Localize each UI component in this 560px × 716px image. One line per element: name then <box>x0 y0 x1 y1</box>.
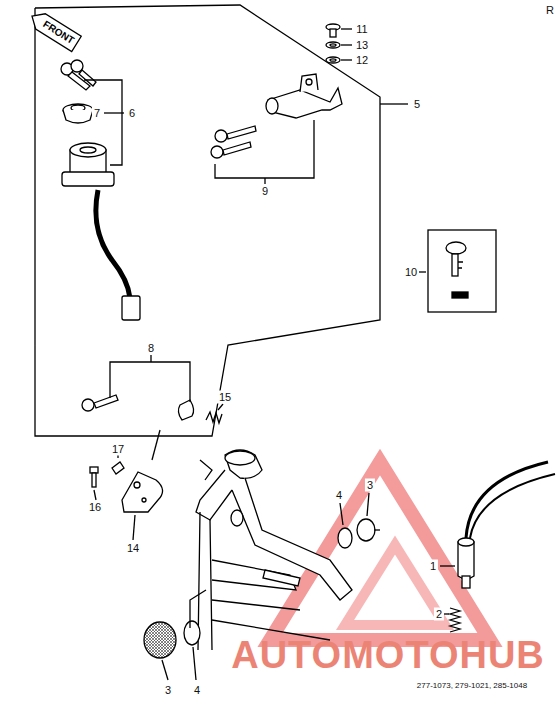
callout-number: 3 <box>365 479 375 492</box>
group-frame <box>35 5 380 436</box>
part-number-note: 277-1073, 279-1021, 285-1048 <box>415 681 529 691</box>
callout-number: 8 <box>146 342 156 355</box>
callout-number: 4 <box>334 489 344 502</box>
callout-number: 11 <box>354 23 369 36</box>
callout-number: R <box>544 4 556 17</box>
callout-number: 12 <box>354 54 370 67</box>
motorcycle-frame <box>196 450 352 650</box>
spring <box>206 412 222 423</box>
lock-solenoid <box>458 462 555 588</box>
callout-number: 17 <box>110 443 126 456</box>
callout-number: 2 <box>434 608 444 621</box>
screw <box>326 24 340 63</box>
key-pair <box>61 60 96 90</box>
ignition-switch <box>62 143 140 320</box>
callout-number: 4 <box>192 684 202 697</box>
callout-number: 9 <box>260 185 270 198</box>
callout-number: 3 <box>163 684 173 697</box>
callout-number: 14 <box>125 542 141 555</box>
callout-number: 7 <box>92 107 102 120</box>
callout-number: 5 <box>412 98 422 111</box>
callout-number: 6 <box>127 107 137 120</box>
callout-number: 16 <box>87 501 103 514</box>
key-pair <box>211 126 256 158</box>
cover-plate <box>122 472 163 512</box>
callout-number: 1 <box>428 560 438 573</box>
callout-number: 10 <box>403 266 419 279</box>
key-tag-card <box>428 230 496 312</box>
spring <box>450 608 460 632</box>
callout-number: 15 <box>217 391 233 404</box>
watermark: AUTOMOTOHUB <box>231 636 545 674</box>
callout-number: 13 <box>354 39 370 52</box>
lock-key <box>82 395 194 420</box>
steering-lock <box>266 74 342 118</box>
